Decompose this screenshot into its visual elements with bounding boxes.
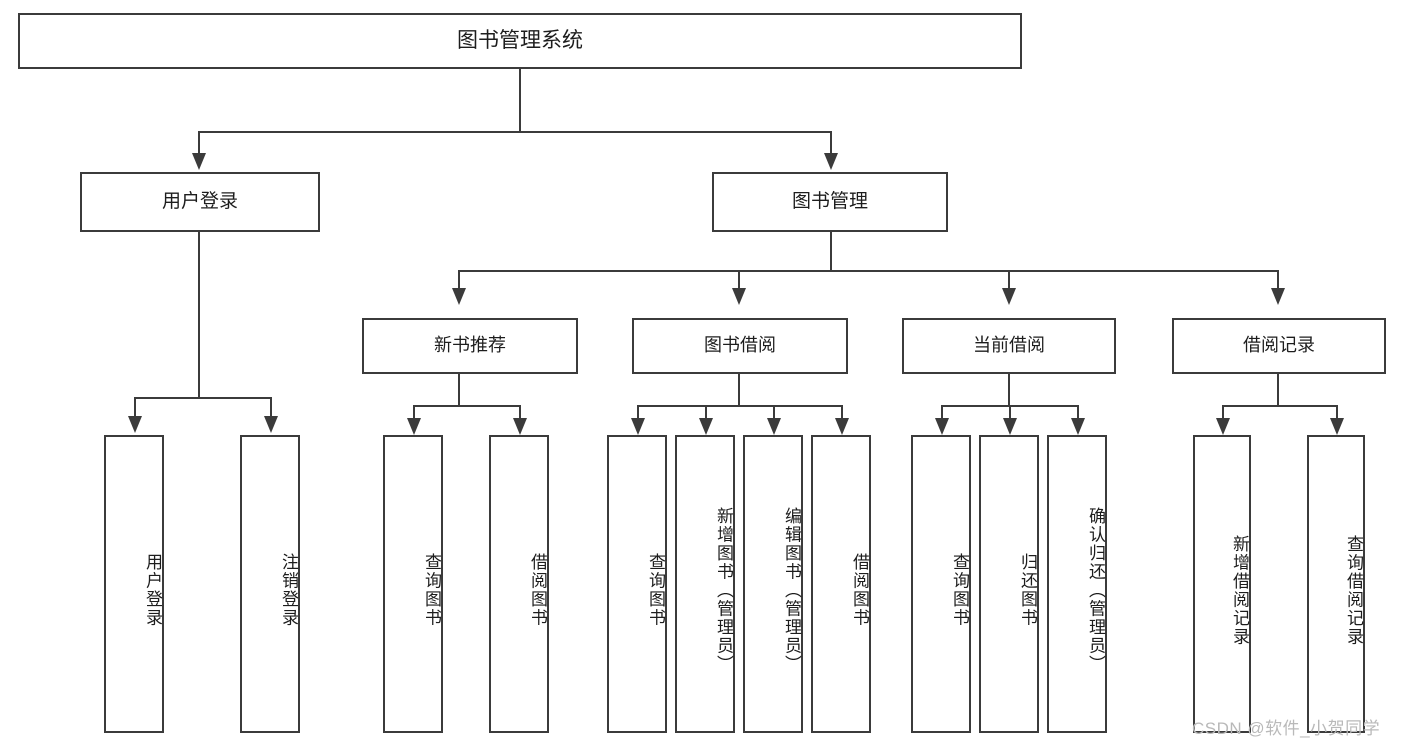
connector-userlogin-drop-2 — [270, 397, 273, 418]
node-label: 新增图书（管理员） — [714, 506, 733, 674]
connector-borrowrecord-drop-2 — [1336, 405, 1339, 421]
node-label: 查询图书 — [422, 553, 441, 627]
connector-bookmanage-bar — [458, 270, 1279, 273]
connector-borrowrecord-stem — [1277, 374, 1280, 407]
connector-root-drop-1 — [198, 131, 201, 155]
node-current-borrow[interactable]: 当前借阅 — [902, 318, 1116, 374]
arrow-to-current-borrow — [1002, 288, 1016, 305]
node-label: 图书管理系统 — [457, 28, 583, 52]
leaf-bookborrow-query-book[interactable]: 查询图书 — [607, 435, 667, 733]
leaf-user-login[interactable]: 用户登录 — [104, 435, 164, 733]
leaf-borrowrecord-add-record[interactable]: 新增借阅记录 — [1193, 435, 1251, 733]
node-label: 借阅图书 — [850, 553, 869, 627]
node-book-manage[interactable]: 图书管理 — [712, 172, 948, 232]
arrow-to-newbook-leaf-2 — [513, 418, 527, 435]
node-label: 当前借阅 — [973, 335, 1045, 356]
connector-bookborrow-drop-4 — [841, 405, 844, 421]
arrow-to-currentborrow-leaf-1 — [935, 418, 949, 435]
node-root-system[interactable]: 图书管理系统 — [18, 13, 1022, 69]
node-label: 确认归还（管理员） — [1086, 506, 1105, 674]
node-label: 新增借阅记录 — [1230, 534, 1249, 646]
arrow-to-bookborrow-leaf-4 — [835, 418, 849, 435]
connector-bookmanage-drop-1 — [458, 270, 461, 290]
connector-userlogin-stem — [198, 232, 201, 398]
arrow-to-bookborrow-leaf-3 — [767, 418, 781, 435]
arrow-to-new-book — [452, 288, 466, 305]
arrow-to-currentborrow-leaf-2 — [1003, 418, 1017, 435]
connector-newbook-drop-1 — [413, 405, 416, 421]
connector-newbook-bar — [413, 405, 521, 408]
arrow-to-bookborrow-leaf-1 — [631, 418, 645, 435]
connector-newbook-stem — [458, 374, 461, 407]
node-user-login[interactable]: 用户登录 — [80, 172, 320, 232]
watermark-text: CSDN @软件_小贺同学 — [1192, 719, 1381, 738]
connector-bookborrow-bar — [637, 405, 843, 408]
node-label: 用户登录 — [143, 553, 162, 627]
arrow-to-bookborrow-leaf-2 — [699, 418, 713, 435]
arrow-to-user-login — [192, 153, 206, 170]
connector-root-drop-2 — [830, 131, 833, 155]
node-book-borrow[interactable]: 图书借阅 — [632, 318, 848, 374]
arrow-to-borrowrecord-leaf-1 — [1216, 418, 1230, 435]
connector-currentborrow-stem — [1008, 374, 1011, 407]
connector-borrowrecord-bar — [1222, 405, 1336, 408]
connector-currentborrow-drop-1 — [941, 405, 944, 421]
node-label: 图书借阅 — [704, 335, 776, 356]
connector-bookborrow-drop-2 — [705, 405, 708, 421]
leaf-bookborrow-borrow-book[interactable]: 借阅图书 — [811, 435, 871, 733]
node-label: 查询图书 — [950, 553, 969, 627]
connector-bookmanage-drop-3 — [1008, 270, 1011, 290]
arrow-to-currentborrow-leaf-3 — [1071, 418, 1085, 435]
arrow-to-user-login-leaf — [128, 416, 142, 433]
leaf-newbook-query-book[interactable]: 查询图书 — [383, 435, 443, 733]
leaf-currentborrow-return-book[interactable]: 归还图书 — [979, 435, 1039, 733]
node-label: 查询图书 — [646, 553, 665, 627]
leaf-bookborrow-edit-book[interactable]: 编辑图书（管理员） — [743, 435, 803, 733]
node-label: 注销登录 — [279, 553, 298, 627]
arrow-to-book-manage — [824, 153, 838, 170]
arrow-to-logout-leaf — [264, 416, 278, 433]
node-label: 借阅记录 — [1243, 335, 1315, 356]
leaf-newbook-borrow-book[interactable]: 借阅图书 — [489, 435, 549, 733]
connector-bookmanage-drop-2 — [738, 270, 741, 290]
node-label: 归还图书 — [1018, 553, 1037, 627]
connector-userlogin-drop-1 — [134, 397, 137, 418]
leaf-borrowrecord-query-record[interactable]: 查询借阅记录 — [1307, 435, 1365, 733]
connector-currentborrow-drop-3 — [1077, 405, 1080, 421]
leaf-bookborrow-add-book[interactable]: 新增图书（管理员） — [675, 435, 735, 733]
connector-bookmanage-stem — [830, 232, 833, 271]
leaf-currentborrow-query-book[interactable]: 查询图书 — [911, 435, 971, 733]
node-borrow-record[interactable]: 借阅记录 — [1172, 318, 1386, 374]
arrow-to-borrow-record — [1271, 288, 1285, 305]
node-label: 查询借阅记录 — [1344, 534, 1363, 646]
arrow-to-borrowrecord-leaf-2 — [1330, 418, 1344, 435]
connector-bookborrow-drop-1 — [637, 405, 640, 421]
node-label: 图书管理 — [791, 190, 868, 212]
connector-root-bar — [198, 131, 832, 134]
arrow-to-newbook-leaf-1 — [407, 418, 421, 435]
node-label: 用户登录 — [161, 190, 238, 212]
connector-bookborrow-drop-3 — [773, 405, 776, 421]
connector-currentborrow-drop-2 — [1009, 405, 1012, 421]
connector-userlogin-bar — [134, 397, 270, 400]
connector-bookmanage-drop-4 — [1277, 270, 1280, 290]
node-label: 编辑图书（管理员） — [782, 506, 801, 674]
connector-borrowrecord-drop-1 — [1222, 405, 1225, 421]
leaf-logout[interactable]: 注销登录 — [240, 435, 300, 733]
connector-bookborrow-stem — [738, 374, 741, 407]
connector-root-stem — [519, 69, 522, 132]
arrow-to-book-borrow — [732, 288, 746, 305]
connector-newbook-drop-2 — [519, 405, 522, 421]
node-label: 借阅图书 — [528, 553, 547, 627]
node-label: 新书推荐 — [434, 335, 506, 356]
node-new-book-recommend[interactable]: 新书推荐 — [362, 318, 578, 374]
leaf-currentborrow-confirm-return[interactable]: 确认归还（管理员） — [1047, 435, 1107, 733]
